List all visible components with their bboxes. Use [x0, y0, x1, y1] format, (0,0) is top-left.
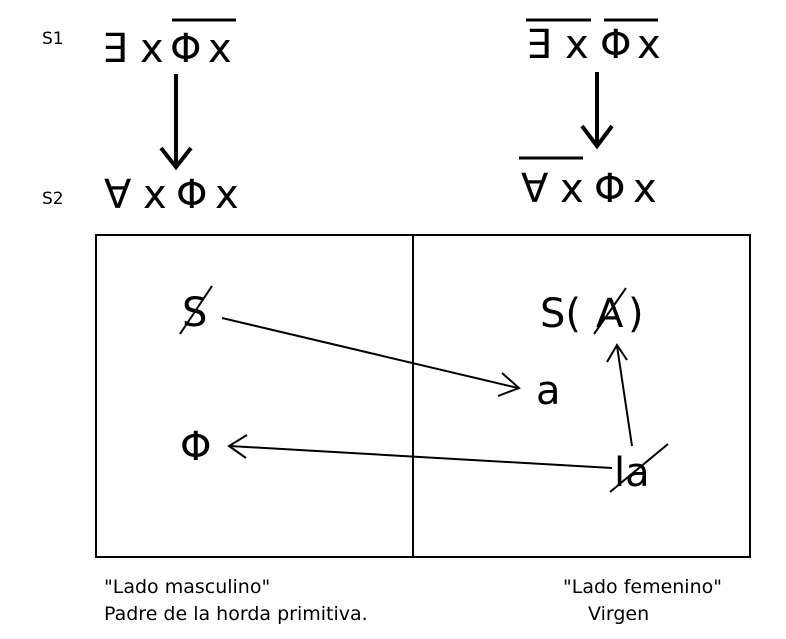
right-caption-subtitle: Virgen [588, 603, 649, 625]
forall-symbol: ∀ [521, 166, 549, 212]
s2-label: S2 [42, 189, 64, 209]
arrow-la-to-signifier [606, 343, 633, 447]
subject-bar [179, 285, 213, 335]
left-s1-formula: ∃ x Φ x [102, 18, 236, 72]
var-x: x [140, 26, 164, 72]
sexuation-table [95, 234, 751, 558]
right-s2-formula: ∀ x Φ x [519, 156, 657, 212]
var-x: x [143, 172, 167, 218]
exists-symbol: ∃ [526, 22, 551, 68]
left-s2-formula: ∀ x Φ x [104, 172, 239, 218]
arrow-subject-to-a [221, 317, 521, 397]
la-bar [609, 443, 669, 493]
right-s1-formula: ∃ x Φ x [526, 18, 661, 68]
phi-symbol: Φ [594, 166, 625, 212]
phallus-symbol: Φ [180, 424, 211, 470]
arg-x: x [633, 166, 657, 212]
a-bar [593, 287, 627, 335]
phi-symbol: Φ [170, 26, 201, 72]
phi-symbol: Φ [176, 172, 207, 218]
signifier-close: ) [628, 291, 644, 337]
s1-label: S1 [42, 29, 64, 49]
left-caption-subtitle: Padre de la horda primitiva. [104, 603, 368, 625]
forall-symbol: ∀ [104, 172, 132, 218]
exists-symbol: ∃ [102, 26, 127, 72]
left-caption-title: "Lado masculino" [104, 576, 270, 598]
barred-subject: S [179, 285, 213, 336]
var-x: x [565, 22, 589, 68]
var-x: x [560, 166, 584, 212]
left-down-arrow [159, 74, 193, 171]
right-down-arrow [580, 72, 614, 150]
signifier-of-barred-other: S( A ) [540, 287, 644, 337]
arg-x: x [637, 22, 661, 68]
barred-la: la [609, 443, 669, 496]
right-caption-title: "Lado femenino" [563, 576, 722, 598]
arrow-la-to-phallus [227, 434, 613, 469]
signifier-open: S( [540, 291, 581, 337]
arg-x: x [208, 26, 232, 72]
object-a: a [536, 368, 561, 414]
phi-symbol: Φ [600, 22, 631, 68]
arg-x: x [215, 172, 239, 218]
